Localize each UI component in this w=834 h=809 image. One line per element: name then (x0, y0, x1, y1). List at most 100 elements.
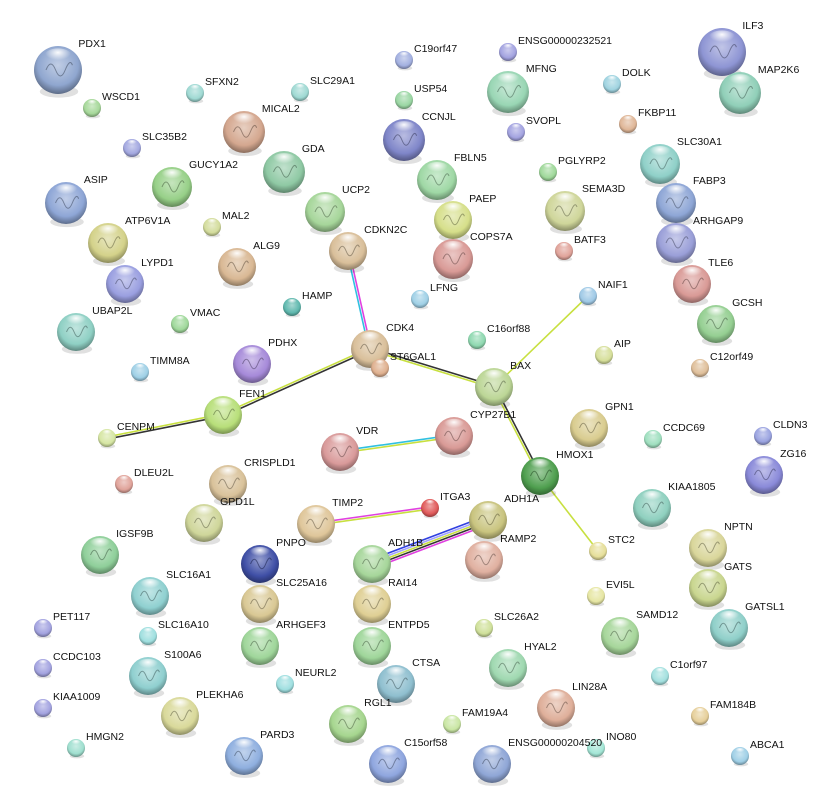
node-fam184b[interactable]: FAM184B (691, 699, 756, 727)
node-zg16[interactable]: ZG16 (745, 448, 807, 497)
node-gats[interactable]: GATS (689, 561, 752, 610)
node-cops7a[interactable]: COPS7A (433, 231, 513, 282)
edge-cdk4-bax[interactable] (369, 347, 495, 389)
node-timp2[interactable]: TIMP2 (297, 497, 363, 546)
node-cldn3[interactable]: CLDN3 (754, 419, 808, 447)
node-ucp2[interactable]: UCP2 (305, 184, 370, 235)
node-fam19a4[interactable]: FAM19A4 (443, 707, 508, 735)
node-vmac[interactable]: VMAC (171, 307, 221, 335)
node-lypd1[interactable]: LYPD1 (106, 257, 174, 306)
node-wscd1[interactable]: WSCD1 (83, 91, 140, 119)
node-gpd1l[interactable]: GPD1L (185, 496, 255, 545)
node-adh1a[interactable]: ADH1A (469, 493, 539, 542)
node-samd12[interactable]: SAMD12 (601, 609, 678, 658)
node-fbln5[interactable]: FBLN5 (417, 152, 487, 203)
node-plekha6[interactable]: PLEKHA6 (161, 689, 244, 738)
node-ensg00000204520[interactable]: ENSG00000204520 (473, 737, 602, 786)
node-hmox1[interactable]: HMOX1 (521, 449, 594, 498)
node-fkbp11[interactable]: FKBP11 (619, 107, 676, 135)
node-s100a6[interactable]: S100A6 (129, 649, 202, 698)
node-abca1[interactable]: ABCA1 (731, 739, 785, 767)
node-evi5l[interactable]: EVI5L (587, 579, 635, 607)
node-slc16a1[interactable]: SLC16A1 (131, 569, 211, 618)
edge-timp2-itga3[interactable] (315, 506, 431, 526)
node-crispld1[interactable]: CRISPLD1 (209, 457, 296, 506)
node-ramp2[interactable]: RAMP2 (465, 533, 536, 582)
node-st6gal1[interactable]: ST6GAL1 (371, 351, 436, 379)
node-ubap2l[interactable]: UBAP2L (57, 305, 133, 354)
node-pet117[interactable]: PET117 (34, 611, 90, 639)
node-hamp[interactable]: HAMP (283, 290, 332, 318)
edge-cdk4-fen1[interactable] (222, 347, 371, 417)
node-dolk[interactable]: DOLK (603, 67, 651, 95)
node-usp54[interactable]: USP54 (395, 83, 447, 111)
node-c19orf47[interactable]: C19orf47 (395, 43, 457, 71)
node-mfng[interactable]: MFNG (487, 63, 557, 117)
node-gatsl1[interactable]: GATSL1 (710, 601, 785, 650)
node-slc35b2[interactable]: SLC35B2 (123, 131, 187, 159)
node-hyal2[interactable]: HYAL2 (489, 641, 557, 690)
node-hmgn2[interactable]: HMGN2 (67, 731, 124, 759)
node-gda[interactable]: GDA (263, 143, 325, 197)
node-fen1[interactable]: FEN1 (204, 388, 266, 437)
node-svopl[interactable]: SVOPL (507, 115, 561, 143)
edge-adh1b-adh1a[interactable] (370, 515, 490, 569)
node-arhgap9[interactable]: ARHGAP9 (656, 215, 743, 266)
node-gcsh[interactable]: GCSH (697, 297, 762, 346)
node-ccdc69[interactable]: CCDC69 (644, 422, 705, 450)
node-ccdc103[interactable]: CCDC103 (34, 651, 101, 679)
node-slc26a2[interactable]: SLC26A2 (475, 611, 539, 639)
node-stc2[interactable]: STC2 (589, 534, 635, 562)
node-mal2[interactable]: MAL2 (203, 210, 250, 238)
node-kiaa1805[interactable]: KIAA1805 (633, 481, 716, 530)
node-aip[interactable]: AIP (595, 338, 631, 366)
node-adh1b[interactable]: ADH1B (353, 537, 423, 586)
node-asip[interactable]: ASIP (45, 174, 108, 228)
node-slc16a10[interactable]: SLC16A10 (139, 619, 209, 647)
node-vdr[interactable]: VDR (321, 425, 379, 474)
node-batf3[interactable]: BATF3 (555, 234, 606, 262)
node-gucy1a2[interactable]: GUCY1A2 (152, 159, 238, 210)
node-ccnjl[interactable]: CCNJL (383, 111, 456, 165)
node-slc30a1[interactable]: SLC30A1 (640, 136, 722, 187)
edge-vdr-cyp27b1[interactable] (339, 434, 455, 454)
node-sema3d[interactable]: SEMA3D (545, 183, 626, 234)
node-pnpo[interactable]: PNPO (241, 537, 306, 586)
node-slc25a16[interactable]: SLC25A16 (241, 577, 327, 626)
node-fabp3[interactable]: FABP3 (656, 175, 726, 226)
node-c12orf49[interactable]: C12orf49 (691, 351, 753, 379)
node-ilf3[interactable]: ILF3 (698, 20, 764, 80)
node-igsf9b[interactable]: IGSF9B (81, 528, 154, 577)
node-dleu2l[interactable]: DLEU2L (115, 467, 174, 495)
node-itga3[interactable]: ITGA3 (421, 491, 471, 519)
node-arhgef3[interactable]: ARHGEF3 (241, 619, 326, 668)
node-naif1[interactable]: NAIF1 (579, 279, 628, 307)
node-paep[interactable]: PAEP (434, 193, 496, 242)
node-sfxn2[interactable]: SFXN2 (186, 76, 239, 104)
node-slc29a1[interactable]: SLC29A1 (291, 75, 355, 103)
node-pard3[interactable]: PARD3 (225, 729, 295, 778)
node-map2k6[interactable]: MAP2K6 (719, 64, 799, 118)
node-pglyrp2[interactable]: PGLYRP2 (539, 155, 606, 183)
node-c16orf88[interactable]: C16orf88 (468, 323, 530, 351)
node-atp6v1a[interactable]: ATP6V1A (88, 215, 170, 266)
node-neurl2[interactable]: NEURL2 (276, 667, 337, 695)
node-c1orf97[interactable]: C1orf97 (651, 659, 708, 687)
node-kiaa1009[interactable]: KIAA1009 (34, 691, 100, 719)
node-ensg00000232521[interactable]: ENSG00000232521 (499, 35, 612, 63)
node-lfng[interactable]: LFNG (411, 282, 458, 310)
edge-bax-naif1[interactable] (493, 295, 589, 388)
node-mical2[interactable]: MICAL2 (223, 103, 300, 157)
node-ctsa[interactable]: CTSA (377, 657, 440, 706)
node-gpn1[interactable]: GPN1 (570, 401, 634, 450)
node-rai14[interactable]: RAI14 (353, 577, 417, 626)
node-rgl1[interactable]: RGL1 (329, 697, 392, 746)
node-ino80[interactable]: INO80 (587, 731, 637, 759)
node-pdhx[interactable]: PDHX (233, 337, 297, 386)
node-bax[interactable]: BAX (475, 360, 531, 409)
node-nptn[interactable]: NPTN (689, 521, 753, 570)
node-lin28a[interactable]: LIN28A (537, 681, 607, 730)
node-alg9[interactable]: ALG9 (218, 240, 280, 289)
node-cenpm[interactable]: CENPM (98, 421, 155, 449)
node-entpd5[interactable]: ENTPD5 (353, 619, 430, 668)
